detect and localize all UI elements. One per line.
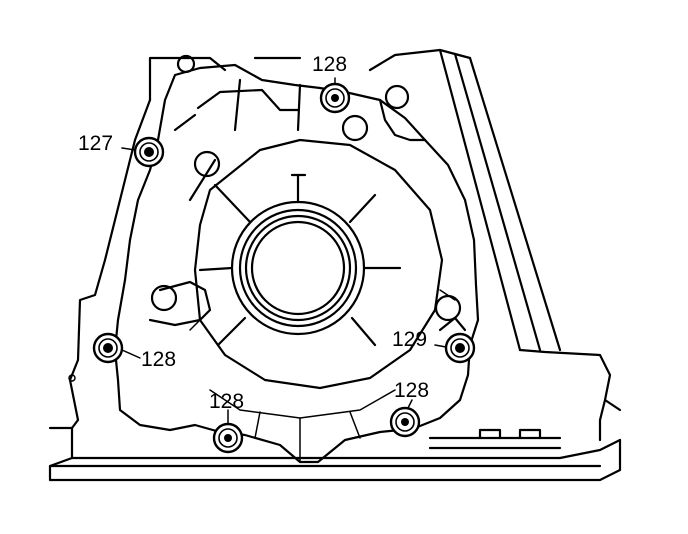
bolt-bottom-right-128 xyxy=(389,406,421,438)
bolt-left-127 xyxy=(133,136,165,168)
oil-pan-rail xyxy=(48,426,622,482)
callout-left-upper: 127 xyxy=(78,132,113,155)
leader-lines xyxy=(121,77,447,425)
radial-ribs xyxy=(198,173,402,347)
bolt-top-128 xyxy=(319,82,351,114)
oil-pump-cover xyxy=(113,63,480,464)
callout-bottom-left: 128 xyxy=(209,390,244,413)
front-seal xyxy=(230,200,366,336)
callout-left-lower: 128 xyxy=(141,348,176,371)
bolt-right-129 xyxy=(444,332,476,364)
locating-holes xyxy=(150,114,462,322)
block-left-edge xyxy=(68,98,152,430)
engine-block-background xyxy=(148,48,622,442)
callout-bottom-right: 128 xyxy=(394,379,429,402)
callout-top: 128 xyxy=(312,53,347,76)
bolt-left-128 xyxy=(92,332,124,364)
bolt-bottom-left-128 xyxy=(212,422,244,454)
callout-right: 129 xyxy=(392,328,427,351)
